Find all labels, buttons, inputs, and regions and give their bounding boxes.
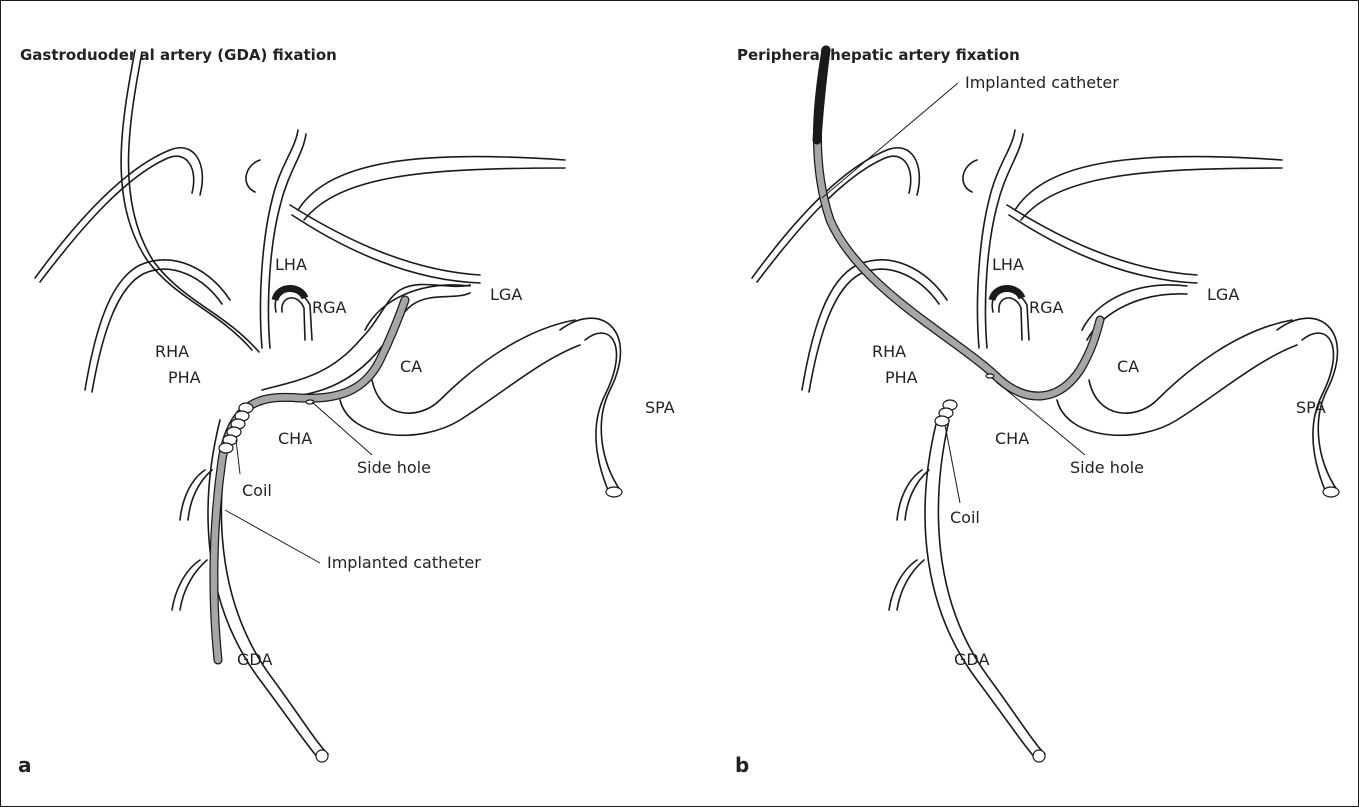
panel-b-vessels — [752, 50, 1339, 762]
label-ca-b: CA — [1117, 357, 1139, 376]
label-pha-a: PHA — [168, 368, 201, 387]
vessel-rha-loop — [85, 260, 230, 390]
label-rha-b: RHA — [872, 342, 906, 361]
label-coil-b: Coil — [950, 508, 980, 527]
panel-a-labels: LHA RGA LGA RHA PHA CA CHA SPA Coil Side… — [155, 255, 675, 669]
leader-coil-a — [236, 440, 240, 474]
panel-a-vessels — [35, 50, 622, 762]
panel-a-letter: a — [18, 753, 32, 777]
label-rga-a: RGA — [312, 298, 347, 317]
panel-a-title: Gastroduodenal artery (GDA) fixation — [20, 46, 337, 64]
coil-a — [219, 403, 253, 453]
vessel-rga-b — [992, 291, 1029, 340]
vessel-rha-branch-b — [752, 148, 919, 278]
label-lga-b: LGA — [1207, 285, 1239, 304]
vessel-rha-branch — [35, 148, 202, 278]
label-rha-a: RHA — [155, 342, 189, 361]
panel-b-letter: b — [735, 753, 749, 777]
leader-catheter-b — [822, 83, 958, 198]
leader-catheter-a — [225, 510, 320, 563]
label-side-hole-a: Side hole — [357, 458, 431, 477]
label-gda-a: GDA — [237, 650, 272, 669]
vessel-lha — [260, 130, 298, 348]
label-coil-a: Coil — [242, 481, 272, 500]
label-ca-a: CA — [400, 357, 422, 376]
label-cha-a: CHA — [278, 429, 312, 448]
panel-a: Gastroduodenal artery (GDA) fixation a — [18, 46, 675, 777]
panel-b: Peripheral hepatic artery fixation b — [735, 46, 1339, 777]
label-lha-b: LHA — [992, 255, 1024, 274]
label-implanted-catheter-b: Implanted catheter — [965, 73, 1119, 92]
vessel-lga — [365, 285, 470, 330]
label-lha-a: LHA — [275, 255, 307, 274]
vessel-gda-side-branch — [180, 470, 212, 520]
side-hole-b — [986, 374, 994, 378]
leader-coil-b — [945, 425, 960, 503]
label-gda-b: GDA — [954, 650, 989, 669]
vessel-lha-upper-loop-b — [1015, 157, 1282, 220]
label-pha-b: PHA — [885, 368, 918, 387]
vessel-upper-right-hepatic — [124, 50, 255, 350]
label-spa-a: SPA — [645, 398, 675, 417]
side-hole-a — [306, 400, 314, 404]
label-side-hole-b: Side hole — [1070, 458, 1144, 477]
leader-side-hole-a — [312, 402, 372, 455]
label-rga-b: RGA — [1029, 298, 1064, 317]
vessel-gda-b — [925, 420, 1037, 760]
label-cha-b: CHA — [995, 429, 1029, 448]
coil-b — [935, 400, 957, 426]
label-implanted-catheter-a: Implanted catheter — [327, 553, 481, 572]
vessel-rga — [275, 291, 312, 340]
vessel-lha-upper-loop — [298, 157, 565, 220]
panel-b-title: Peripheral hepatic artery fixation — [737, 46, 1020, 64]
label-spa-b: SPA — [1296, 398, 1326, 417]
vessel-lha-b — [977, 130, 1015, 348]
vessel-spa — [560, 318, 620, 495]
label-lga-a: LGA — [490, 285, 522, 304]
